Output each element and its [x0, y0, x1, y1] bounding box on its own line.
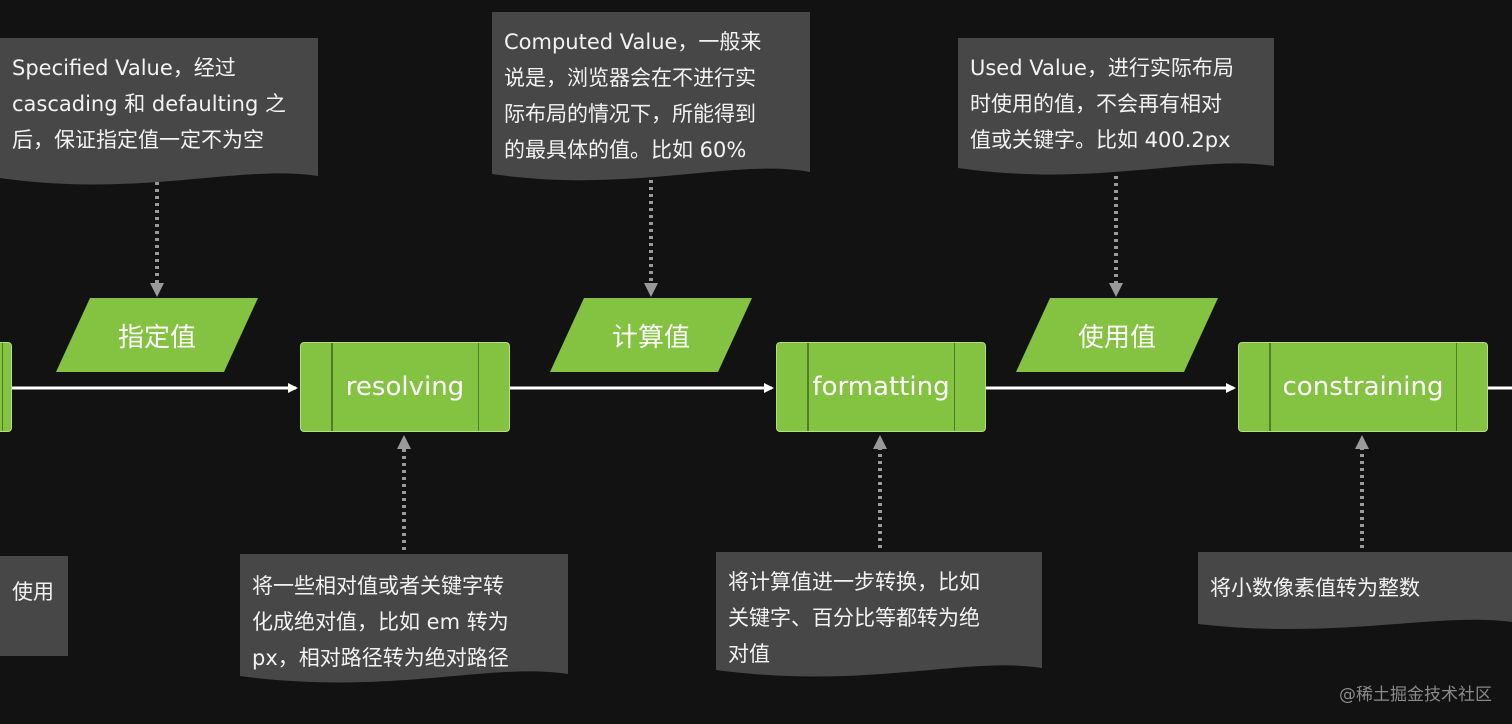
note-computed-text: Computed Value，一般来 说是，浏览器会在不进行实 际布局的情况下，… — [504, 30, 762, 162]
note-used-text: Used Value，进行实际布局 时使用的值，不会再有相对 值或关键字。比如 … — [970, 56, 1234, 152]
process-formatting: formatting — [776, 342, 986, 432]
data-node-computed: 计算值 — [550, 298, 752, 372]
note-computed-value: Computed Value，一般来 说是，浏览器会在不进行实 际布局的情况下，… — [492, 12, 810, 190]
note-left-partial-text: 使用 — [12, 580, 54, 604]
process-resolving: resolving — [300, 342, 510, 432]
note-constraining-text: 将小数像素值转为整数 — [1210, 576, 1420, 600]
data-node-used-label: 使用值 — [1077, 322, 1156, 353]
note-formatting-text: 将计算值进一步转换，比如 关键字、百分比等都转为绝 对值 — [728, 570, 980, 666]
note-constraining: 将小数像素值转为整数 — [1198, 552, 1512, 632]
data-node-computed-label: 计算值 — [611, 322, 690, 353]
process-partial-left — [0, 342, 12, 432]
note-specified-value: Specified Value，经过 cascading 和 defaultin… — [0, 38, 318, 188]
data-node-specified: 指定值 — [56, 298, 258, 372]
note-resolving: 将一些相对值或者关键字转 化成绝对值，比如 em 转为 px，相对路径转为绝对路… — [240, 554, 568, 686]
note-resolving-text: 将一些相对值或者关键字转 化成绝对值，比如 em 转为 px，相对路径转为绝对路… — [252, 574, 509, 670]
watermark: @稀土掘金技术社区 — [1339, 685, 1492, 705]
note-used-value: Used Value，进行实际布局 时使用的值，不会再有相对 值或关键字。比如 … — [958, 38, 1274, 178]
process-constraining: constraining — [1238, 342, 1488, 432]
process-formatting-label: formatting — [812, 372, 950, 402]
data-node-used: 使用值 — [1016, 298, 1218, 372]
process-constraining-label: constraining — [1282, 372, 1444, 402]
data-node-specified-label: 指定值 — [117, 322, 196, 353]
note-specified-text: Specified Value，经过 cascading 和 defaultin… — [12, 56, 286, 152]
note-formatting: 将计算值进一步转换，比如 关键字、百分比等都转为绝 对值 — [716, 552, 1042, 680]
note-left-partial: 使用 — [0, 556, 68, 656]
process-resolving-label: resolving — [345, 372, 465, 402]
